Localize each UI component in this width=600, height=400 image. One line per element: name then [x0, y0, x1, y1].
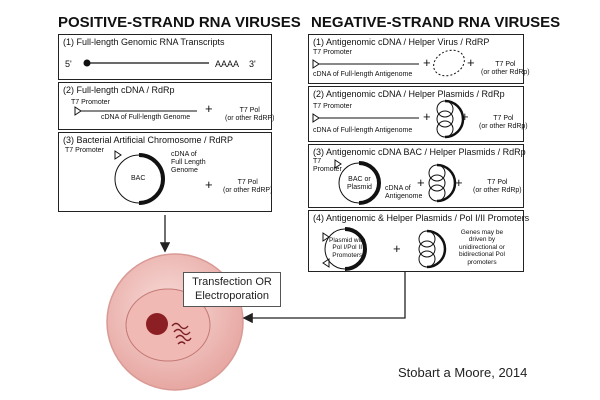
- right-box-1-pol: T7 Pol(or other RdRp): [481, 61, 530, 77]
- right-heading: NEGATIVE-STRAND RNA VIRUSES: [311, 14, 561, 31]
- five-prime-label: 5': [65, 59, 72, 69]
- left-box-3-pol: T7 Pol(or other RdRP): [223, 179, 273, 195]
- nucleus: [146, 313, 168, 335]
- citation: Stobart a Moore, 2014: [398, 365, 528, 380]
- left-box-2: (2) Full-length cDNA / RdRp T7 Promoter …: [58, 82, 275, 130]
- left-heading: POSITIVE-STRAND RNA VIRUSES: [58, 14, 301, 31]
- bac-label: BAC: [131, 175, 146, 182]
- left-box-2-plus: +: [205, 101, 213, 116]
- left-box-3-promoter: T7 Promoter: [65, 147, 104, 154]
- right-box-4: (4) Antigenomic & Helper Plasmids / Pol …: [308, 210, 529, 272]
- left-box-1: (1) Full-length Genomic RNA Transcripts …: [58, 34, 272, 80]
- bac-plasmid: [114, 150, 165, 205]
- right-box-3-pol: T7 Pol(or other RdRp): [473, 179, 522, 195]
- left-box-3-plus: +: [205, 177, 213, 192]
- right-box-4-graphics: [322, 227, 447, 271]
- right-box-2-title: (2) Antigenomic cDNA / Helper Plasmids /…: [313, 89, 505, 99]
- cell-cytoplasm-inner: [125, 288, 211, 362]
- right-box-2-promoter: T7 Promoter: [313, 103, 352, 110]
- right-box-1-graphics: [312, 49, 465, 77]
- right-box-3-plus-2: +: [455, 175, 463, 190]
- right-box-2-graphics: [312, 99, 465, 139]
- rna-transcript-line: [83, 59, 209, 67]
- right-box-2-plus-1: +: [423, 109, 431, 124]
- right-box-4-title: (4) Antigenomic & Helper Plasmids / Pol …: [313, 213, 530, 223]
- polya-label: AAAA: [215, 59, 240, 69]
- right-box-2: (2) Antigenomic cDNA / Helper Plasmids /…: [308, 86, 528, 142]
- left-box-2-title: (2) Full-length cDNA / RdRp: [63, 85, 175, 95]
- right-arrow: [242, 265, 406, 324]
- right-box-2-pol: T7 Pol(or other RdRp): [479, 115, 528, 131]
- right-box-1-title: (1) Antigenomic cDNA / Helper Virus / Rd…: [313, 37, 490, 47]
- left-box-3: (3) Bacterial Artificial Chromosome / Rd…: [58, 132, 272, 212]
- right-box-1-plus-2: +: [467, 55, 475, 70]
- left-box-2-cdna: cDNA of Full-length Genome: [101, 114, 191, 121]
- endoplasmic-reticulum: [171, 322, 192, 345]
- right-box-1-plus-1: +: [423, 55, 431, 70]
- right-box-3: (3) Antigenomic cDNA BAC / Helper Plasmi…: [308, 144, 526, 208]
- right-box-3-title: (3) Antigenomic cDNA BAC / Helper Plasmi…: [313, 147, 526, 157]
- cdna-line-left-2: [74, 106, 197, 116]
- right-box-3-plus-1: +: [417, 175, 425, 190]
- right-box-2-cdna: cDNA of Full-length Antigenome: [313, 127, 413, 134]
- right-box-3-graphics: [334, 159, 457, 205]
- left-box-1-title: (1) Full-length Genomic RNA Transcripts: [63, 37, 225, 47]
- left-box-2-promoter: T7 Promoter: [71, 99, 110, 106]
- right-box-1-cdna: cDNA of Full-length Antigenome: [313, 71, 413, 78]
- right-box-1-promoter: T7 Promoter: [313, 49, 352, 56]
- right-box-1: (1) Antigenomic cDNA / Helper Virus / Rd…: [308, 34, 530, 84]
- left-box-2-pol: T7 Pol(or other RdRP): [225, 107, 275, 123]
- right-box-2-plus-2: +: [461, 109, 469, 124]
- three-prime-label: 3': [249, 59, 256, 69]
- right-box-4-plus: +: [393, 241, 401, 256]
- left-box-3-title: (3) Bacterial Artificial Chromosome / Rd…: [63, 135, 234, 145]
